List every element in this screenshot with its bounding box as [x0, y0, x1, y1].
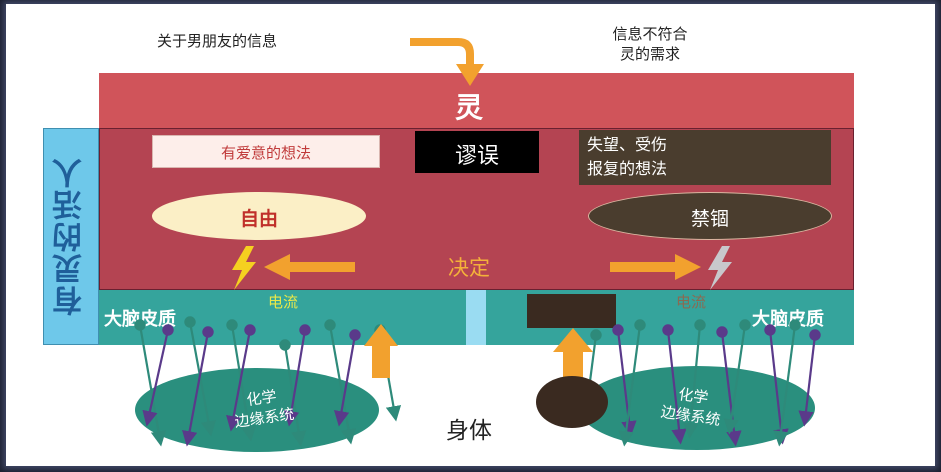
fallacy-box: [415, 131, 539, 173]
right-thought-box: [579, 130, 831, 185]
right-thought-line-2: 报复的想法: [587, 159, 668, 178]
left-thought-box: [152, 135, 380, 168]
top-left-caption: 关于男朋友的信息: [157, 32, 278, 50]
top-right-caption-line-2: 灵的需求: [619, 45, 680, 63]
right-decision-arrow: [610, 254, 701, 280]
left-decision-arrow: [264, 254, 355, 280]
incoming-info-arrow: [410, 38, 484, 86]
cortex-gap: [466, 290, 486, 345]
blocked-signal-box: [527, 294, 616, 328]
right-current-label: 电流: [676, 293, 707, 311]
bondage-oval: [588, 192, 832, 240]
freedom-text: 自由: [239, 208, 278, 230]
decision-label: 决定: [448, 256, 490, 280]
spirit-label: 灵: [455, 91, 484, 124]
left-current-label: 电流: [268, 293, 299, 311]
right-thought-line-1: 失望、受伤: [587, 135, 668, 154]
blocking-blob: [536, 376, 608, 428]
left-lightning-icon: [232, 246, 256, 290]
top-right-caption: 信息不符合 灵的需求: [590, 24, 710, 64]
fallacy-text: 谬误: [454, 144, 499, 169]
top-right-caption-line-1: 信息不符合: [612, 25, 688, 43]
right-thought-text: 失望、受伤 报复的想法: [587, 133, 667, 181]
spirit-band: [99, 73, 854, 129]
body-label: 身体: [446, 418, 492, 444]
left-up-arrow: [364, 324, 398, 378]
side-label-bar: [43, 128, 99, 345]
freedom-oval: [152, 192, 366, 240]
right-up-arrow: [553, 328, 593, 390]
right-lightning-icon: [708, 246, 732, 290]
bondage-text: 禁锢: [690, 208, 729, 230]
left-thought-text: 有爱意的想法: [220, 144, 311, 162]
